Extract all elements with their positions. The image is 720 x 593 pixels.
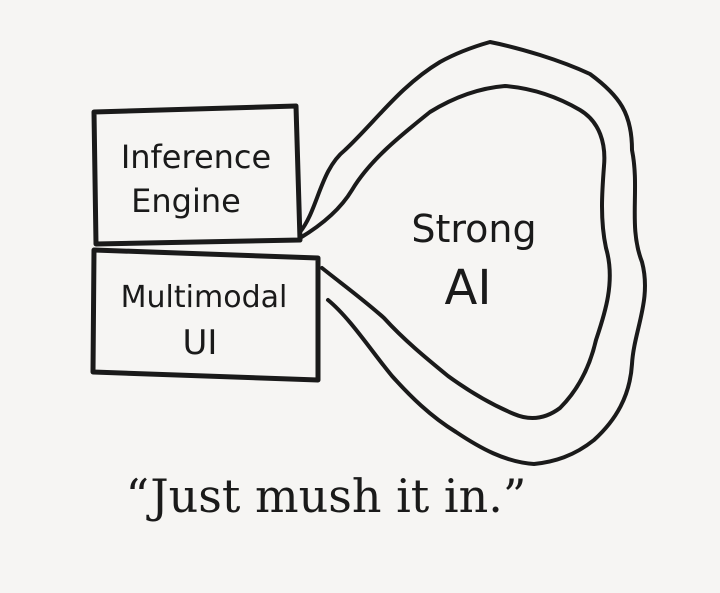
caption-text: “Just mush it in.” [126, 469, 527, 523]
multimodal-ui-label-line2: UI [183, 323, 218, 363]
multimodal-ui-label-line1: Multimodal [121, 280, 288, 315]
inference-engine-label-line2: Engine [131, 182, 241, 220]
inference-engine-label-line1: Inference [121, 138, 271, 176]
strong-ai-blob-outer [298, 40, 647, 466]
strong-ai-blob-inner [298, 84, 612, 420]
strong-ai-label-line1: Strong [411, 207, 536, 251]
multimodal-ui-box [90, 247, 321, 383]
strong-ai-label-line2: AI [445, 260, 492, 316]
